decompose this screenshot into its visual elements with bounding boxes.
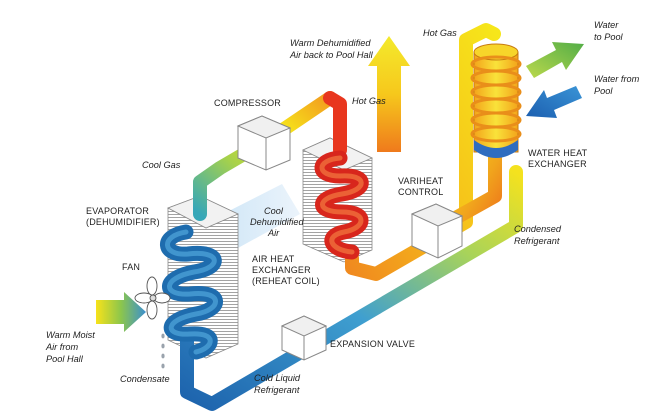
label-warm-air-back-2: Air back to Pool Hall [289,50,374,60]
refrigerant-circuit [180,23,523,411]
reheat-coil [314,150,369,260]
label-variheat-2: CONTROL [398,187,443,197]
label-hot-gas-top: Hot Gas [423,28,457,38]
label-evaporator-2: (DEHUMIDIFIER) [86,217,160,227]
label-warm-moist-2: Air from [45,342,79,352]
label-warm-moist-3: Pool Hall [46,354,84,364]
compressor [236,115,292,171]
variheat-control-valve [410,203,464,259]
evaporator-coil [160,224,223,360]
label-evaporator-1: EVAPORATOR [86,206,149,216]
cold-liquid-pipe [180,165,523,411]
label-expansion-valve: EXPANSION VALVE [330,339,415,349]
warm-moist-air-arrow [96,292,146,332]
label-air-hx-1: AIR HEAT [252,254,295,264]
label-cool-air-3: Air [267,228,280,238]
label-cool-gas: Cool Gas [142,160,181,170]
label-warm-moist-1: Warm Moist [46,330,95,340]
label-water-from-pool-2: Pool [594,86,613,96]
label-water-heat-exchanger-2: EXCHANGER [528,159,587,169]
water-to-pool-arrow [526,42,584,78]
warm-air-return-arrow [368,36,410,152]
label-condensate: Condensate [120,374,170,384]
label-water-from-pool-1: Water from [594,74,640,84]
hot-gas-pipe [323,91,347,157]
label-air-hx-2: EXCHANGER [252,265,311,275]
expansion-valve [280,315,328,361]
water-from-pool-arrow [526,86,582,118]
label-fan: FAN [122,262,140,272]
diagram-labels: Hot Gas Water to Pool Water from Pool Wa… [45,20,640,395]
cool-dehumidified-air-flow [223,184,300,248]
label-compressor: COMPRESSOR [214,98,281,108]
cool-gas-pipe [193,91,337,221]
hot-gas-rise-pipe [345,23,501,281]
condensate-drips [161,333,165,369]
label-warm-air-back-1: Warm Dehumidified [290,38,371,48]
label-water-to-pool-2: to Pool [594,32,624,42]
label-condensed-2: Refrigerant [514,236,560,246]
label-cool-air-1: Cool [264,206,284,216]
label-variheat-1: VARIHEAT [398,176,444,186]
label-condensed-1: Condensed [514,224,562,234]
water-heat-exchanger [470,43,522,158]
fan-icon [134,276,171,320]
label-hot-gas: Hot Gas [352,96,386,106]
label-cold-liquid-1: Cold Liquid [254,373,301,383]
label-cold-liquid-2: Refrigerant [254,385,300,395]
label-air-hx-3: (REHEAT COIL) [252,276,320,286]
label-water-to-pool-1: Water [594,20,619,30]
condensed-refrigerant-pipe [445,143,502,227]
label-water-heat-exchanger-1: WATER HEAT [528,148,588,158]
label-cool-air-2: Dehumidified [250,217,305,227]
